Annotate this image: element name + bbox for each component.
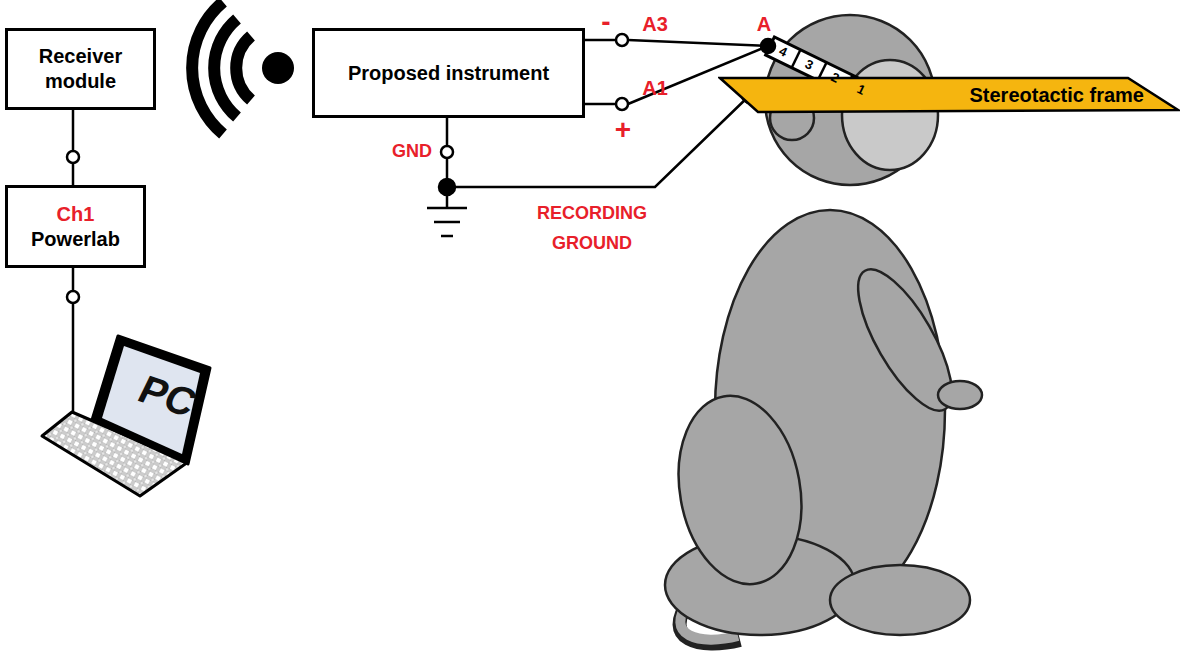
polarity-sign: - <box>601 7 610 38</box>
contact-number: 3 <box>803 57 816 73</box>
contact-number: 4 <box>777 44 790 60</box>
electrode-name: A <box>757 13 771 35</box>
node-text: Ch1 <box>51 202 101 227</box>
node-text: Stereotactic frame <box>963 83 1150 108</box>
contact-number: 1 <box>855 82 868 98</box>
process-box: Ch1Powerlab <box>5 185 146 268</box>
signal-name: RECORDING GROUND <box>512 198 672 258</box>
wireless-symbol <box>192 2 294 134</box>
node-text: PC <box>124 363 210 429</box>
junctions <box>67 87 758 303</box>
pin-name: A1 <box>642 77 668 99</box>
connector-wire <box>72 268 75 412</box>
contact-number: 2 <box>829 70 842 86</box>
process-box: Receiver module <box>5 28 156 110</box>
node-text: Proposed instrument <box>342 61 555 86</box>
node-text: Receiver module <box>8 44 153 94</box>
node-text: Powerlab <box>25 227 126 252</box>
computer-icon: PC <box>116 350 219 442</box>
laptop-icon <box>42 336 210 496</box>
frame-band: Stereotactic frame <box>718 76 1180 114</box>
connector-wire <box>72 110 75 185</box>
pin-name: GND <box>392 142 432 162</box>
polarity-sign: + <box>615 115 631 146</box>
process-box: Proposed instrument <box>312 28 585 118</box>
pin-name: A3 <box>642 13 668 35</box>
